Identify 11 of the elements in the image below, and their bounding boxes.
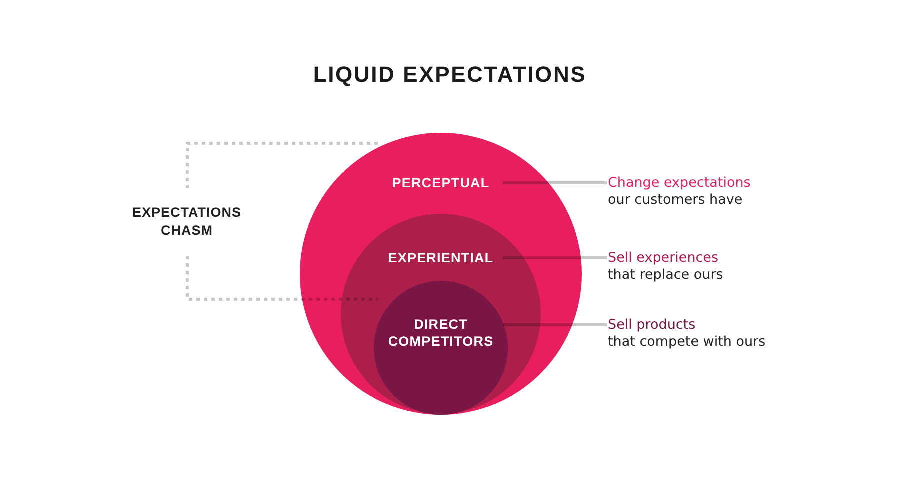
bracket-label: EXPECTATIONS CHASM [132,204,242,240]
circle-label: EXPERIENTIAL [388,250,494,266]
leader-line [503,256,607,260]
leader-line [503,182,607,184]
annotation-text: Sell products that compete with ours [608,316,766,350]
leader-line [503,324,607,326]
circle-label: DIRECT COMPETITORS [388,316,494,350]
annotation-text: Sell experiences that replace ours [608,250,724,284]
annotation-text: Change expectations our customers have [608,174,751,208]
title: LIQUID EXPECTATIONS [313,62,587,88]
circle-label: PERCEPTUAL [392,174,490,192]
